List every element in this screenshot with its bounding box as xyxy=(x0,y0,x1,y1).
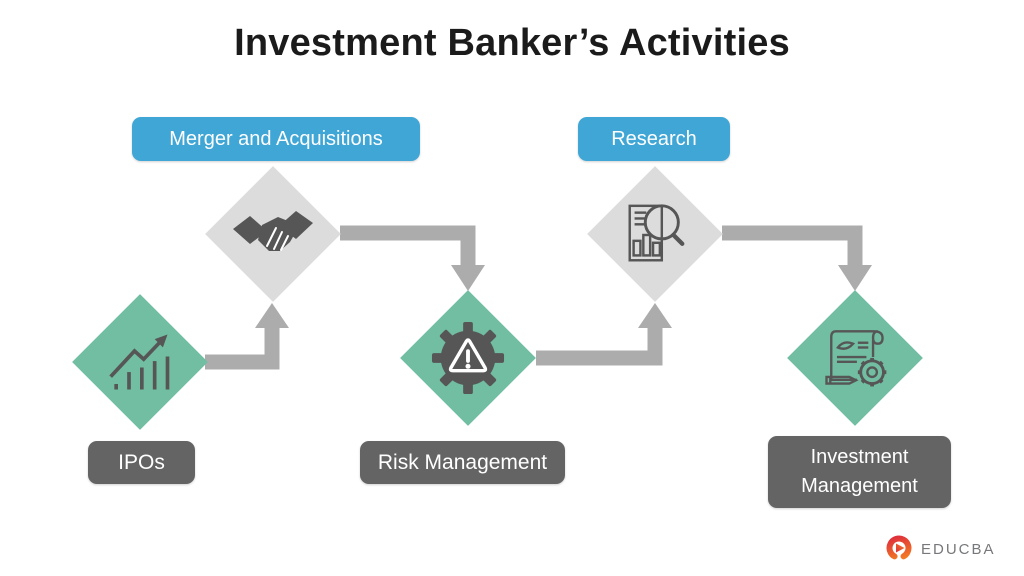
label-research: Research xyxy=(578,117,730,161)
label-investment-management: Investment Management xyxy=(768,436,951,508)
arrow-ma-to-risk xyxy=(340,225,485,291)
arrow-ipos-to-ma xyxy=(205,303,289,370)
handshake-icon xyxy=(233,211,313,251)
scroll-gear-icon xyxy=(825,330,887,387)
page-title: Investment Banker’s Activities xyxy=(234,22,790,64)
brand-logo: EDUCBA xyxy=(884,533,996,565)
growth-chart-icon xyxy=(109,334,170,390)
arrow-research-to-investment xyxy=(722,225,872,291)
magnifier-chart-icon xyxy=(628,204,685,262)
educba-logo-icon xyxy=(886,535,912,561)
label-ipos: IPOs xyxy=(88,441,195,484)
label-merger-acquisitions: Merger and Acquisitions xyxy=(132,117,420,161)
label-risk-management: Risk Management xyxy=(360,441,565,484)
educba-logo-text: EDUCBA xyxy=(921,540,996,558)
warning-gear-icon xyxy=(431,321,505,395)
arrow-risk-to-research xyxy=(536,303,672,366)
